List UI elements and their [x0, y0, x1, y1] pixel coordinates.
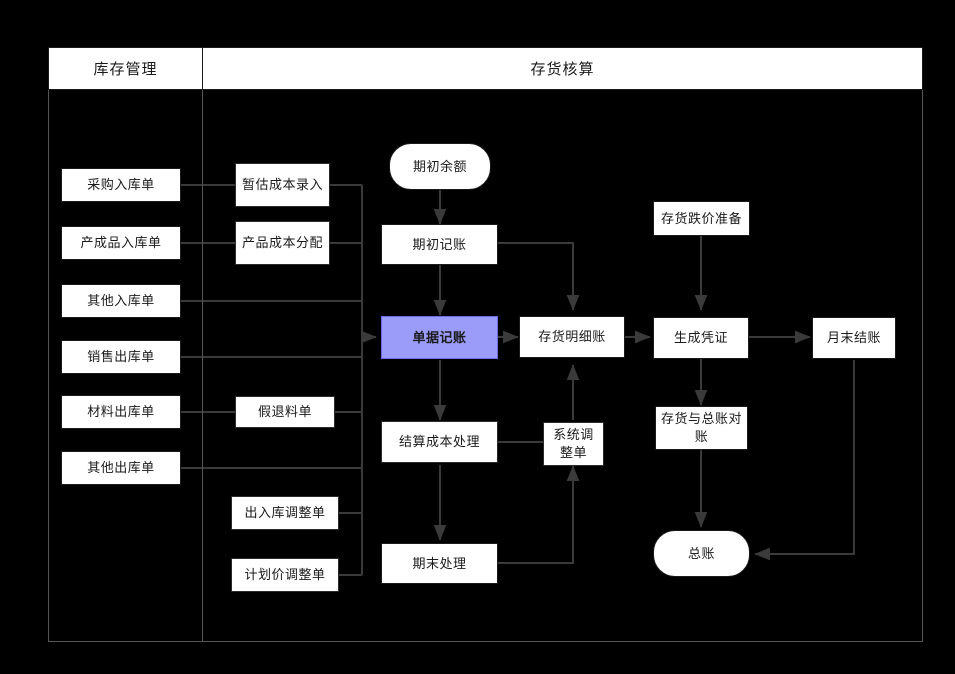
- node-planned-price-adjust[interactable]: 计划价调整单: [231, 558, 339, 592]
- node-price-decline[interactable]: 存货跌价准备: [653, 201, 750, 236]
- node-sales-out[interactable]: 销售出库单: [61, 340, 181, 374]
- node-system-adjust[interactable]: 系统调整单: [543, 422, 604, 466]
- node-opening-posting[interactable]: 期初记账: [381, 224, 498, 265]
- node-inventory-subledger[interactable]: 存货明细账: [519, 316, 625, 358]
- node-opening-balance[interactable]: 期初余额: [389, 143, 491, 190]
- node-generate-voucher[interactable]: 生成凭证: [653, 317, 749, 359]
- node-product-cost-alloc[interactable]: 产品成本分配: [235, 221, 330, 265]
- node-estimated-cost-entry[interactable]: 暂估成本录入: [235, 163, 330, 207]
- node-general-ledger[interactable]: 总账: [653, 530, 750, 577]
- node-purchase-in[interactable]: 采购入库单: [61, 168, 181, 202]
- node-settle-cost[interactable]: 结算成本处理: [381, 421, 498, 463]
- node-month-end-closing[interactable]: 月末结账: [812, 317, 896, 359]
- diagram-divider-left: [48, 89, 203, 642]
- node-fake-return-material[interactable]: 假退料单: [235, 396, 335, 428]
- node-inout-adjust[interactable]: 出入库调整单: [231, 496, 339, 530]
- node-period-end[interactable]: 期末处理: [381, 543, 498, 584]
- header-inventory-accounting: 存货核算: [202, 47, 923, 90]
- node-voucher-posting[interactable]: 单据记账: [381, 316, 498, 359]
- node-reconcile-gl[interactable]: 存货与总账对账: [655, 406, 748, 450]
- node-other-in[interactable]: 其他入库单: [61, 284, 181, 318]
- node-material-out[interactable]: 材料出库单: [61, 395, 181, 429]
- header-inventory-management: 库存管理: [48, 47, 203, 90]
- node-other-out[interactable]: 其他出库单: [61, 451, 181, 485]
- node-finished-in[interactable]: 产成品入库单: [61, 226, 181, 260]
